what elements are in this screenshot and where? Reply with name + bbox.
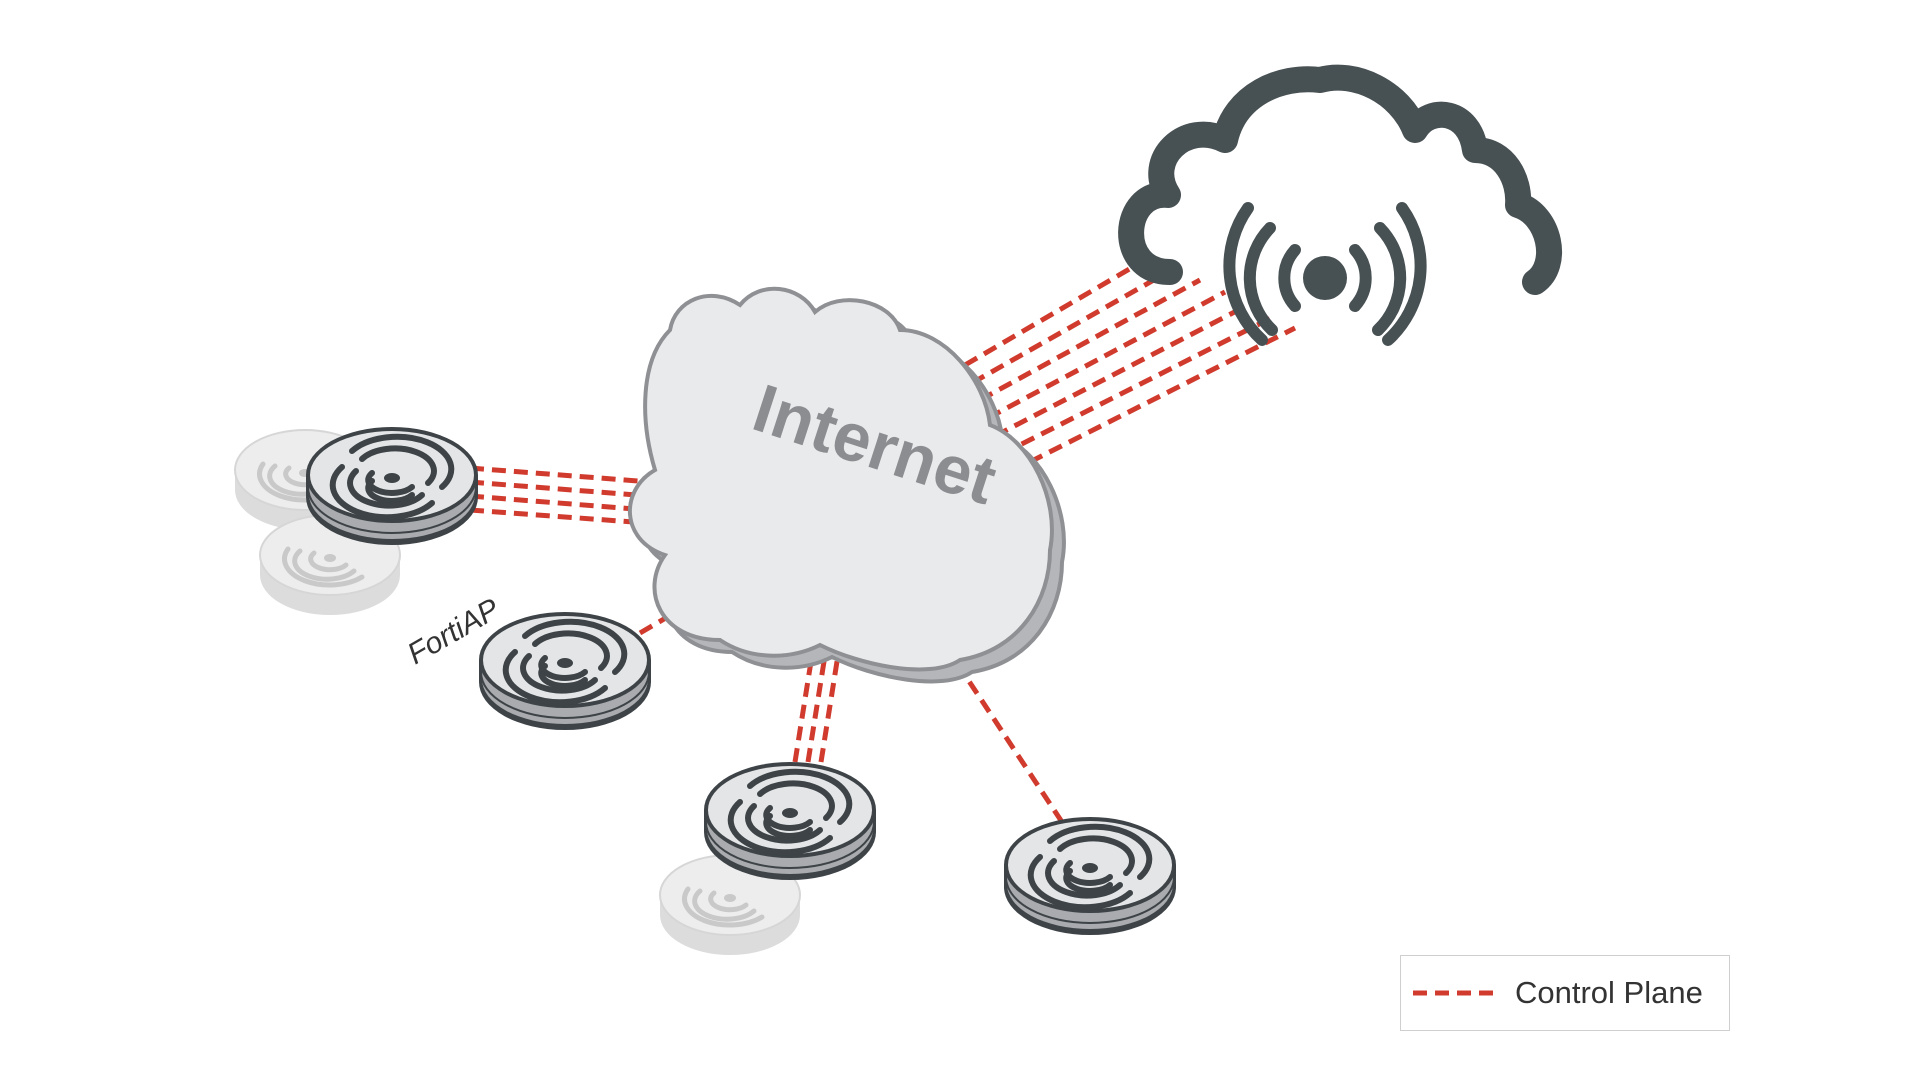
cloud-wireless-icon bbox=[1223, 202, 1427, 346]
control-plane-links-cloud bbox=[963, 254, 1297, 475]
management-cloud bbox=[1118, 64, 1562, 346]
access-point-group-bottom bbox=[660, 762, 876, 955]
access-point-icon bbox=[306, 427, 478, 545]
access-point-fortiap: FortiAP bbox=[402, 592, 651, 730]
access-point-icon bbox=[1004, 817, 1176, 935]
internet-cloud: Internet bbox=[628, 286, 1066, 684]
access-point-right bbox=[1004, 817, 1176, 935]
legend-label: Control Plane bbox=[1515, 975, 1703, 1010]
access-point-icon bbox=[704, 762, 876, 880]
legend: Control Plane bbox=[1400, 955, 1730, 1031]
access-point-icon bbox=[479, 612, 651, 730]
dashed-line-icon bbox=[1413, 990, 1499, 996]
access-point-group-left bbox=[235, 427, 478, 615]
